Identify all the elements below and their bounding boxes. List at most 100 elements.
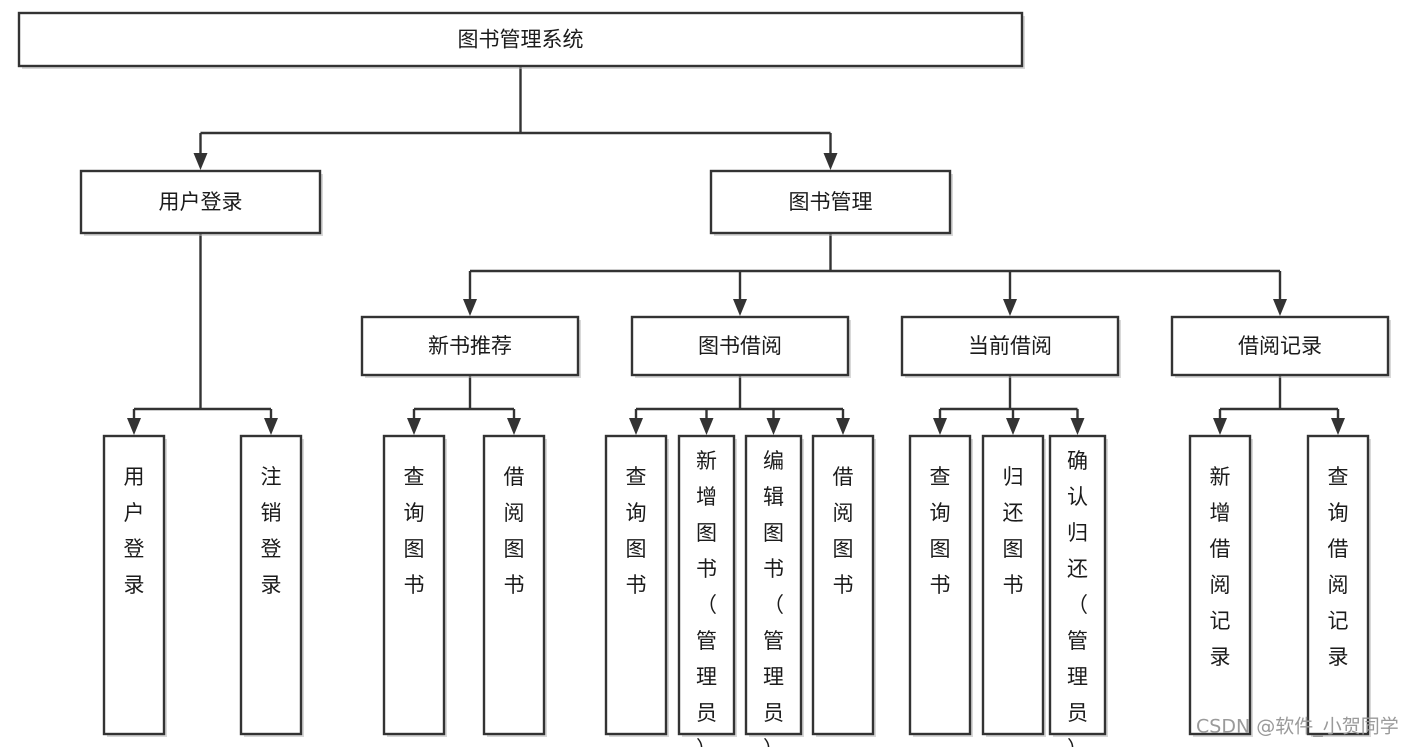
node-box[interactable] [744,434,803,736]
node-label: 图书管理系统 [458,28,584,52]
node-label: 当前借阅 [968,334,1052,358]
node-label-char: 录 [124,573,145,597]
node-box[interactable] [1188,434,1252,736]
node-borrow-record[interactable]: 借阅记录 [1170,315,1391,378]
node-leaf-user-login[interactable]: 用户登录 [102,434,167,737]
node-box[interactable] [482,434,546,736]
arrow-head-icon [1213,418,1227,435]
node-box[interactable] [981,434,1045,736]
arrow-head-icon [1006,418,1020,435]
node-label-char: 录 [1328,645,1349,669]
node-label-char: 归 [1003,465,1024,489]
node-label-char: 新 [1210,465,1231,489]
node-box[interactable] [102,434,166,736]
node-label-char: ） [696,737,717,747]
node-label-char: 增 [1210,501,1231,525]
node-box[interactable] [360,315,580,377]
arrow-head-icon [407,418,421,435]
node-box[interactable] [604,434,668,736]
node-book-manage[interactable]: 图书管理 [709,169,953,236]
node-label-char: 认 [1067,485,1088,509]
node-root[interactable]: 图书管理系统 [17,11,1025,69]
arrow-head-icon [463,299,477,316]
arrow-head-icon [629,418,643,435]
node-label-char: 书 [1003,573,1024,597]
arrow-head-icon [1003,299,1017,316]
node-label-char: 理 [696,665,717,689]
node-label-char: 书 [763,557,784,581]
node-box[interactable] [1306,434,1370,736]
node-label-char: 借 [504,465,525,489]
node-label-char: 查 [404,465,425,489]
arrow-head-icon [1331,418,1345,435]
node-box[interactable] [17,11,1024,68]
node-label-char: 书 [930,573,951,597]
connector-group [629,375,850,435]
node-label-char: （ [696,593,717,617]
node-label-char: ） [1067,737,1088,747]
node-label-char: 借 [1328,537,1349,561]
node-label-char: 图 [696,521,717,545]
node-current-borrow[interactable]: 当前借阅 [900,315,1121,378]
node-label-char: 员 [696,701,717,725]
node-label-char: 图 [1003,537,1024,561]
node-label-char: 新 [696,449,717,473]
arrow-head-icon [823,153,838,170]
node-box[interactable] [382,434,446,736]
node-box[interactable] [709,169,952,235]
node-label-char: 记 [1210,609,1231,633]
node-box[interactable] [79,169,322,235]
node-label-char: 归 [1067,521,1088,545]
node-label-char: 询 [1328,501,1349,525]
node-label-char: 登 [261,537,282,561]
node-label-char: 辑 [763,485,784,509]
node-book-borrow[interactable]: 图书借阅 [630,315,851,378]
node-label-char: （ [1067,593,1088,617]
node-label-char: 书 [833,573,854,597]
connector-group [463,233,1287,316]
node-box[interactable] [908,434,972,736]
node-label-char: 图 [404,537,425,561]
node-label-char: 询 [930,501,951,525]
node-box[interactable] [239,434,303,736]
node-label: 用户登录 [159,190,243,214]
connector-group [1213,375,1345,435]
node-box[interactable] [677,434,736,736]
node-label-char: 确 [1067,449,1088,473]
connector-layer [127,66,1345,435]
node-box[interactable] [900,315,1120,377]
node-label-char: 理 [763,665,784,689]
node-box[interactable] [1170,315,1390,377]
csdn-watermark: CSDN @软件_小贺同学 [1196,716,1399,738]
node-box[interactable] [630,315,850,377]
node-label-char: 增 [696,485,717,509]
node-label-char: 阅 [833,501,854,525]
arrow-head-icon [733,299,747,316]
arrow-head-icon [699,418,714,435]
node-user-login[interactable]: 用户登录 [79,169,323,236]
node-label-char: 还 [1067,557,1088,581]
node-label: 借阅记录 [1238,334,1322,358]
node-label-char: 书 [504,573,525,597]
node-label-char: 还 [1003,501,1024,525]
node-label-char: 查 [1328,465,1349,489]
node-label-char: 借 [833,465,854,489]
node-label-char: 借 [1210,537,1231,561]
connector-group [407,375,521,435]
node-new-book-recommend[interactable]: 新书推荐 [360,315,581,378]
node-box[interactable] [1048,434,1107,736]
node-box[interactable] [811,434,875,736]
